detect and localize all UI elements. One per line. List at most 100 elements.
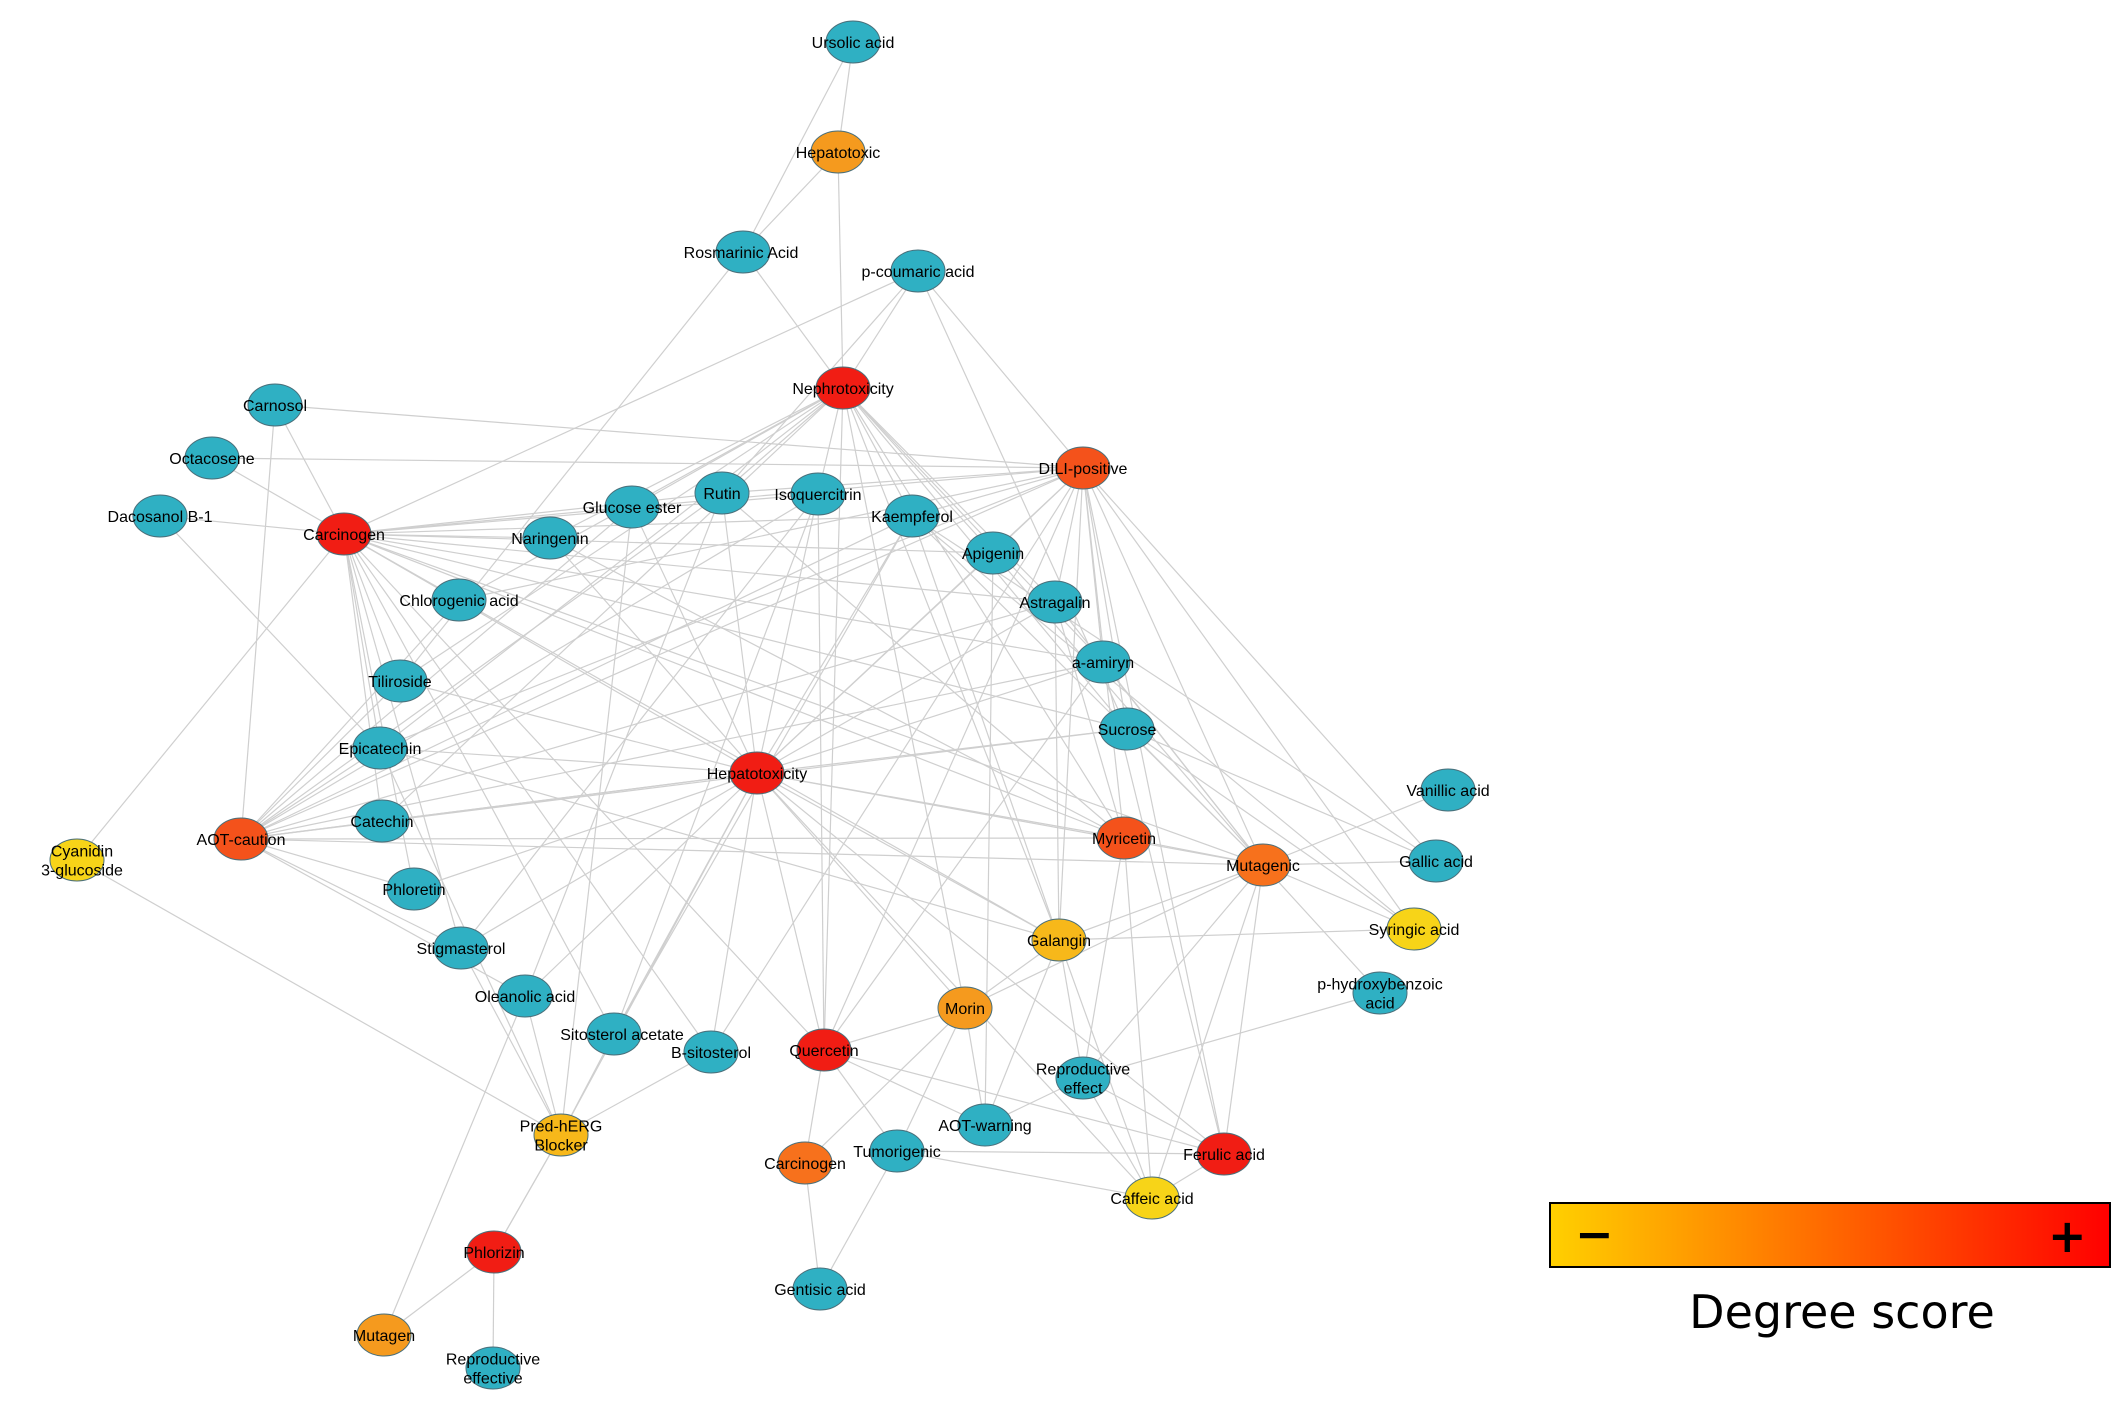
node-shape-vanillic[interactable]	[1420, 768, 1476, 812]
node-shape-gentisic[interactable]	[792, 1267, 848, 1311]
node-carnosol[interactable]: Carnosol	[243, 383, 307, 427]
node-shape-stigmasterol[interactable]	[433, 926, 489, 970]
node-catechin[interactable]: Catechin	[350, 799, 414, 843]
node-shape-ursolic[interactable]	[825, 20, 881, 64]
node-shape-aotcaution[interactable]	[213, 817, 269, 861]
node-shape-cyanidin[interactable]	[49, 838, 105, 882]
node-shape-isoquercitrin[interactable]	[790, 472, 846, 516]
node-shape-octacosene[interactable]	[184, 436, 240, 480]
node-shape-quercetin[interactable]	[796, 1028, 852, 1072]
node-shape-catechin[interactable]	[354, 799, 410, 843]
node-bsitosterol[interactable]: B-sitosterol	[671, 1030, 751, 1074]
node-caffeic[interactable]: Caffeic acid	[1110, 1176, 1194, 1220]
node-shape-carnosol[interactable]	[247, 383, 303, 427]
node-sitosterolac[interactable]: Sitosterol acetate	[560, 1012, 684, 1056]
node-octacosene[interactable]: Octacosene	[169, 436, 255, 480]
node-shape-pcoumaric[interactable]	[890, 249, 946, 293]
node-epicatechin[interactable]: Epicatechin	[339, 726, 422, 770]
node-shape-tiliroside[interactable]	[372, 659, 428, 703]
node-shape-oleanolic[interactable]	[497, 974, 553, 1018]
node-quercetin[interactable]: Quercetin	[789, 1028, 859, 1072]
node-shape-galangin[interactable]	[1031, 918, 1087, 962]
node-shape-naringenin[interactable]	[522, 516, 578, 560]
node-shape-gallic[interactable]	[1408, 839, 1464, 883]
node-shape-glucose[interactable]	[604, 485, 660, 529]
node-shape-apigenin[interactable]	[965, 531, 1021, 575]
node-mutagen[interactable]: Mutagen	[353, 1313, 415, 1357]
node-shape-phlorizin[interactable]	[466, 1230, 522, 1274]
node-shape-chlorogenic[interactable]	[431, 578, 487, 622]
node-amiryn[interactable]: a-amiryn	[1072, 640, 1134, 684]
node-astragalin[interactable]: Astragalin	[1019, 580, 1091, 624]
node-nephro[interactable]: Nephrotoxicity	[792, 366, 894, 410]
node-shape-astragalin[interactable]	[1027, 580, 1083, 624]
node-shape-reproeffective[interactable]	[465, 1346, 521, 1390]
node-tiliroside[interactable]: Tiliroside	[368, 659, 432, 703]
node-rosmarinic[interactable]: Rosmarinic Acid	[684, 230, 799, 274]
node-shape-hepatotoxic[interactable]	[810, 130, 866, 174]
node-vanillic[interactable]: Vanillic acid	[1406, 768, 1490, 812]
node-shape-syringic[interactable]	[1386, 907, 1442, 951]
node-shape-aotwarning[interactable]	[957, 1103, 1013, 1147]
node-dili[interactable]: DILI-positive	[1039, 446, 1128, 490]
node-hepatotox[interactable]: Hepatotoxicity	[707, 751, 808, 795]
node-shape-carcinogen2[interactable]	[777, 1141, 833, 1185]
node-apigenin[interactable]: Apigenin	[962, 531, 1024, 575]
node-aotwarning[interactable]: AOT-warning	[938, 1103, 1032, 1147]
node-chlorogenic[interactable]: Chlorogenic acid	[399, 578, 519, 622]
node-hepatotoxic[interactable]: Hepatotoxic	[796, 130, 881, 174]
node-phloretin[interactable]: Phloretin	[382, 867, 446, 911]
node-shape-amiryn[interactable]	[1075, 640, 1131, 684]
node-pcoumaric[interactable]: p-coumaric acid	[862, 249, 975, 293]
node-shape-sucrose[interactable]	[1099, 707, 1155, 751]
node-morin[interactable]: Morin	[937, 986, 993, 1030]
node-gentisic[interactable]: Gentisic acid	[774, 1267, 866, 1311]
node-ferulic[interactable]: Ferulic acid	[1183, 1132, 1265, 1176]
node-naringenin[interactable]: Naringenin	[511, 516, 589, 560]
node-aotcaution[interactable]: AOT-caution	[197, 817, 286, 861]
node-shape-sitosterolac[interactable]	[586, 1012, 642, 1056]
node-shape-epicatechin[interactable]	[352, 726, 408, 770]
node-shape-reproductive[interactable]	[1055, 1056, 1111, 1100]
node-shape-caffeic[interactable]	[1124, 1176, 1180, 1220]
node-shape-mutagen[interactable]	[356, 1313, 412, 1357]
node-oleanolic[interactable]: Oleanolic acid	[475, 974, 576, 1018]
node-shape-dili[interactable]	[1055, 446, 1111, 490]
node-shape-carcinogen1[interactable]	[316, 512, 372, 556]
node-shape-ferulic[interactable]	[1196, 1132, 1252, 1176]
node-gallic[interactable]: Gallic acid	[1399, 839, 1473, 883]
node-dacosanol[interactable]: Dacosanol B-1	[108, 494, 213, 538]
node-shape-myricetin[interactable]	[1096, 816, 1152, 860]
node-galangin[interactable]: Galangin	[1027, 918, 1091, 962]
node-syringic[interactable]: Syringic acid	[1369, 907, 1460, 951]
node-isoquercitrin[interactable]: Isoquercitrin	[774, 472, 862, 516]
node-shape-rosmarinic[interactable]	[715, 230, 771, 274]
node-mutagenic[interactable]: Mutagenic	[1226, 843, 1300, 887]
node-stigmasterol[interactable]: Stigmasterol	[417, 926, 506, 970]
node-carcinogen2[interactable]: Carcinogen	[764, 1141, 846, 1185]
node-phlorizin[interactable]: Phlorizin	[463, 1230, 525, 1274]
node-carcinogen1[interactable]: Carcinogen	[303, 512, 385, 556]
node-shape-bsitosterol[interactable]	[683, 1030, 739, 1074]
node-shape-mutagenic[interactable]	[1235, 843, 1291, 887]
node-kaempferol[interactable]: Kaempferol	[871, 494, 953, 538]
node-shape-rutin[interactable]	[694, 471, 750, 515]
node-shape-phydroxy[interactable]	[1352, 971, 1408, 1015]
node-shape-phloretin[interactable]	[386, 867, 442, 911]
node-rutin[interactable]: Rutin	[694, 471, 750, 515]
node-sucrose[interactable]: Sucrose	[1098, 707, 1157, 751]
node-shape-hepatotox[interactable]	[729, 751, 785, 795]
node-ursolic[interactable]: Ursolic acid	[812, 20, 895, 64]
node-myricetin[interactable]: Myricetin	[1092, 816, 1156, 860]
node-glucose[interactable]: Glucose ester	[583, 485, 682, 529]
node-shape-tumorigenic[interactable]	[869, 1129, 925, 1173]
node-shape-predherg[interactable]	[533, 1113, 589, 1157]
node-tumorigenic[interactable]: Tumorigenic	[853, 1129, 941, 1173]
node-shape-morin[interactable]	[937, 986, 993, 1030]
node-shape-nephro[interactable]	[815, 366, 871, 410]
